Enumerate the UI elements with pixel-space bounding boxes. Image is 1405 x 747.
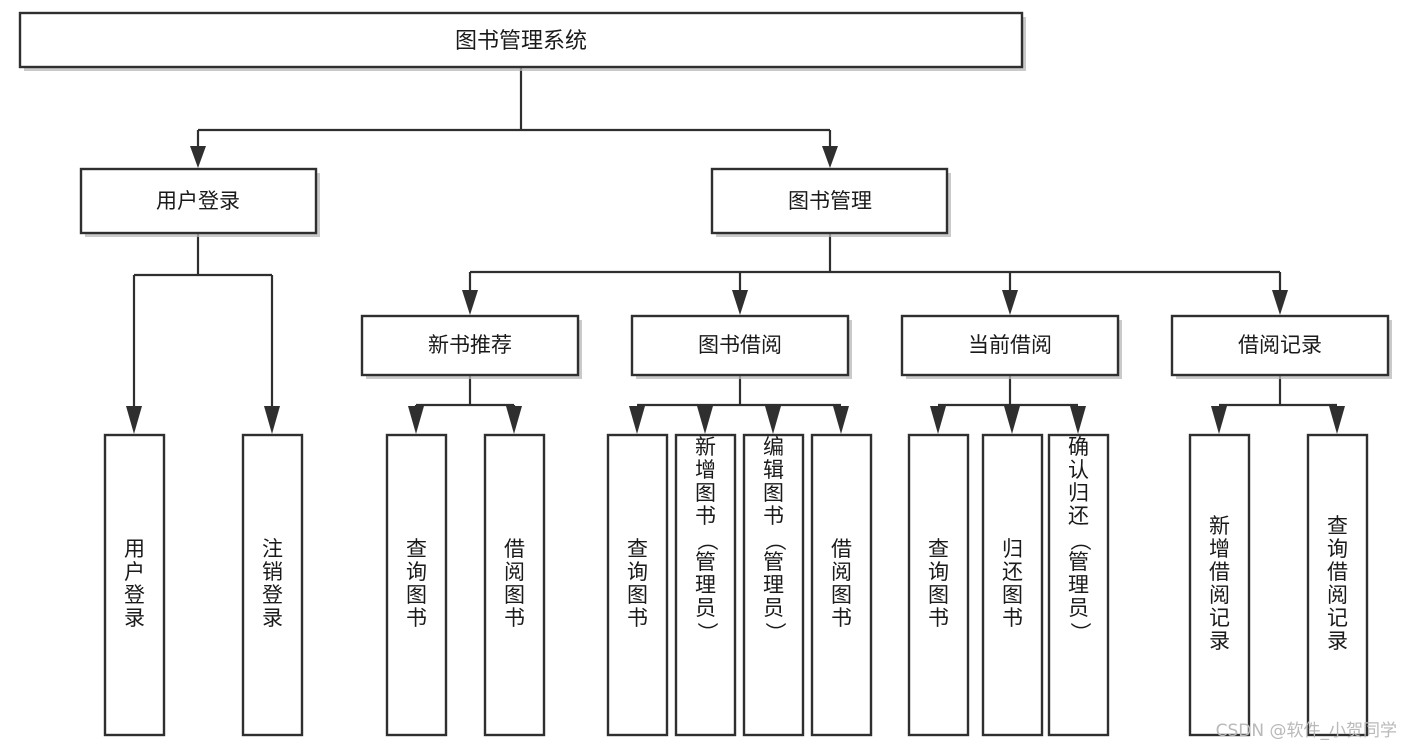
root-box[interactable]: [18, 11, 1024, 69]
user-login-label: 用户登录: [156, 189, 240, 213]
book-manage-box[interactable]: [710, 167, 949, 235]
leaf-add-record-box[interactable]: [1188, 433, 1251, 737]
node-user-login[interactable]: 用户登录: [79, 167, 320, 237]
arrow-leaf-query-book-1: [408, 406, 424, 434]
new-book-rec-label: 新书推荐: [428, 333, 512, 357]
leaf-return-book-box[interactable]: [981, 433, 1044, 737]
leaf-logout-box[interactable]: [241, 433, 304, 737]
arrow-current-borrow: [1002, 290, 1018, 315]
node-borrow-record[interactable]: 借阅记录: [1170, 314, 1392, 379]
leaf-borrow-book-2-box[interactable]: [810, 433, 873, 737]
arrow-leaf-edit-book: [765, 406, 781, 434]
leaf-user-login-box[interactable]: [103, 433, 166, 737]
arrow-leaf-logout: [264, 406, 280, 434]
arrow-book-borrow: [732, 290, 748, 315]
node-book-manage[interactable]: 图书管理: [710, 167, 951, 237]
connector-layer: [126, 67, 1345, 434]
arrow-borrow-record: [1272, 290, 1288, 315]
user-login-box[interactable]: [79, 167, 318, 235]
leaf-add-book-box[interactable]: [674, 433, 737, 737]
current-borrow-box[interactable]: [900, 314, 1120, 377]
borrow-record-label: 借阅记录: [1238, 333, 1322, 357]
node-book-borrow[interactable]: 图书借阅: [630, 314, 852, 379]
arrow-leaf-query-book-2: [629, 406, 645, 434]
arrow-leaf-borrow-book-1: [506, 406, 522, 434]
arrow-leaf-add-record: [1211, 406, 1227, 434]
book-manage-label: 图书管理: [788, 189, 872, 213]
leaf-borrow-book-1-box[interactable]: [483, 433, 546, 737]
node-new-book-rec[interactable]: 新书推荐: [360, 314, 582, 379]
arrow-leaf-add-book: [697, 406, 713, 434]
arrow-leaf-query-book-3: [930, 406, 946, 434]
leaf-edit-book-box[interactable]: [742, 433, 805, 737]
book-borrow-label: 图书借阅: [698, 333, 782, 357]
arrow-leaf-confirm-return: [1070, 406, 1086, 434]
arrow-leaf-user-login: [126, 406, 142, 434]
root-label: 图书管理系统: [455, 29, 587, 54]
arrow-leaf-return-book: [1004, 406, 1020, 434]
leaf-query-book-2-box[interactable]: [606, 433, 669, 737]
leaf-query-book-3-box[interactable]: [907, 433, 970, 737]
leaf-confirm-return-box[interactable]: [1047, 433, 1110, 737]
current-borrow-label: 当前借阅: [968, 333, 1052, 357]
arrow-book-manage: [822, 146, 838, 168]
new-book-rec-box[interactable]: [360, 314, 580, 377]
arrow-user-login: [190, 146, 206, 168]
arrow-new-book-rec: [462, 290, 478, 315]
leaf-query-record-box[interactable]: [1306, 433, 1369, 737]
book-borrow-box[interactable]: [630, 314, 850, 377]
node-root[interactable]: 图书管理系统: [18, 11, 1026, 71]
borrow-record-box[interactable]: [1170, 314, 1390, 377]
arrow-leaf-borrow-book-2: [833, 406, 849, 434]
leaf-query-book-1-box[interactable]: [385, 433, 448, 737]
arrow-leaf-query-record: [1329, 406, 1345, 434]
node-current-borrow[interactable]: 当前借阅: [900, 314, 1122, 379]
leaf-node-layer: [103, 433, 1369, 737]
